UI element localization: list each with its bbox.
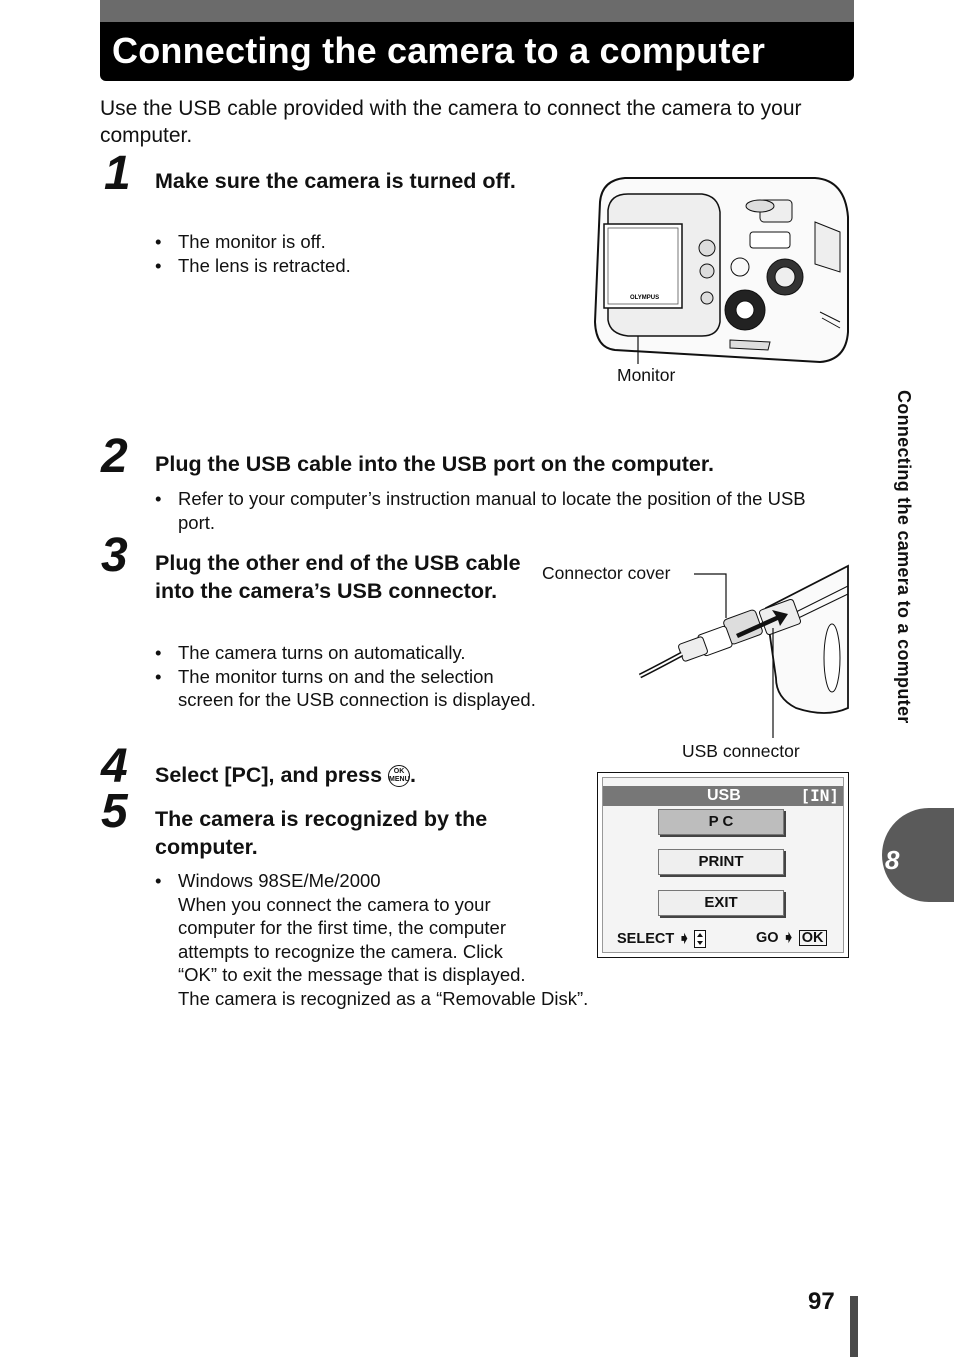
step-3-bullets: The camera turns on automatically. The m… bbox=[155, 641, 540, 712]
step-3-heading: Plug the other end of the USB cable into… bbox=[155, 551, 521, 603]
page-number-bar bbox=[850, 1296, 858, 1357]
step-5-number: 5 bbox=[101, 785, 128, 838]
footer-go: GO ➧ OK bbox=[756, 930, 827, 946]
screen-header: USB [IN] bbox=[603, 786, 843, 806]
step-5-line: When you connect the camera to your bbox=[178, 893, 491, 915]
footer-select: SELECT ➧ bbox=[617, 930, 707, 948]
step-5-heading: The camera is recognized by the computer… bbox=[155, 807, 488, 859]
step-4-heading-text: Select [PC], and press bbox=[155, 763, 383, 787]
step-5-bullets: Windows 98SE/Me/2000 When you connect th… bbox=[155, 869, 655, 1010]
camera-brand: OLYMPUS bbox=[630, 295, 659, 301]
step-2-heading: Plug the USB cable into the USB port on … bbox=[155, 452, 715, 476]
list-item: The monitor is off. bbox=[155, 230, 535, 254]
list-item: Refer to your computer’s instruction man… bbox=[155, 487, 835, 534]
step-2-bullets: Refer to your computer’s instruction man… bbox=[155, 487, 835, 534]
list-item: The lens is retracted. bbox=[155, 254, 535, 278]
footer-go-label: GO bbox=[756, 930, 779, 946]
caption-usb-connector: USB connector bbox=[682, 741, 800, 761]
ok-menu-button-icon: OK MENU bbox=[388, 765, 411, 788]
arrow-right-icon: ➧ bbox=[678, 930, 691, 947]
menu-option-pc: P C bbox=[658, 809, 784, 835]
menu-option-print: PRINT bbox=[658, 849, 784, 875]
step-1-heading: Make sure the camera is turned off. bbox=[155, 169, 516, 193]
step-5-line: Windows 98SE/Me/2000 bbox=[178, 870, 381, 891]
step-4-number: 4 bbox=[101, 740, 128, 793]
page-number: 97 bbox=[808, 1288, 835, 1315]
intro-paragraph: Use the USB cable provided with the came… bbox=[100, 97, 802, 147]
screen-inner: USB [IN] P C PRINT EXIT SELECT ➧ GO ➧ OK bbox=[602, 777, 844, 953]
usb-selection-screen: USB [IN] P C PRINT EXIT SELECT ➧ GO ➧ OK bbox=[597, 772, 849, 958]
step-3-number: 3 bbox=[101, 529, 128, 582]
footer-select-label: SELECT bbox=[617, 930, 675, 947]
caption-connector-cover: Connector cover bbox=[542, 563, 671, 583]
list-item: Windows 98SE/Me/2000 When you connect th… bbox=[155, 869, 655, 1010]
step-5-line: computer for the first time, the compute… bbox=[178, 917, 506, 938]
arrow-right-icon: ➧ bbox=[782, 930, 795, 946]
chapter-number: 8 bbox=[885, 845, 900, 875]
screen-title: USB bbox=[707, 787, 741, 804]
title-top-bar bbox=[100, 0, 854, 22]
chapter-tab bbox=[882, 808, 954, 902]
page-title: Connecting the camera to a computer bbox=[112, 30, 766, 71]
up-down-arrows-icon bbox=[694, 930, 707, 948]
list-item: The monitor turns on and the selection s… bbox=[155, 665, 540, 712]
title-bar: Connecting the camera to a computer bbox=[100, 22, 854, 81]
usb-connection-illustration bbox=[638, 564, 849, 738]
ok-icon: OK bbox=[798, 930, 827, 946]
step-5-line: attempts to recognize the camera. Click bbox=[178, 940, 503, 962]
side-chapter-label: Connecting the camera to a computer bbox=[894, 390, 914, 724]
step-4-heading: Select [PC], and press OK MENU. bbox=[155, 761, 555, 789]
camera-back-illustration: OLYMPUS bbox=[593, 177, 849, 364]
menu-option-exit: EXIT bbox=[658, 890, 784, 916]
list-item: The camera turns on automatically. bbox=[155, 641, 540, 665]
step-1-number: 1 bbox=[104, 147, 131, 200]
step-2-number: 2 bbox=[101, 430, 128, 483]
step-5-line: “OK” to exit the message that is display… bbox=[178, 964, 526, 985]
caption-monitor: Monitor bbox=[617, 365, 676, 385]
step-1-bullets: The monitor is off. The lens is retracte… bbox=[155, 230, 535, 277]
memory-indicator: [IN] bbox=[800, 786, 839, 805]
step-5-line: The camera is recognized as a “Removable… bbox=[178, 987, 589, 1009]
monitor-screen bbox=[603, 223, 683, 309]
step-4-heading-period: . bbox=[410, 763, 416, 787]
